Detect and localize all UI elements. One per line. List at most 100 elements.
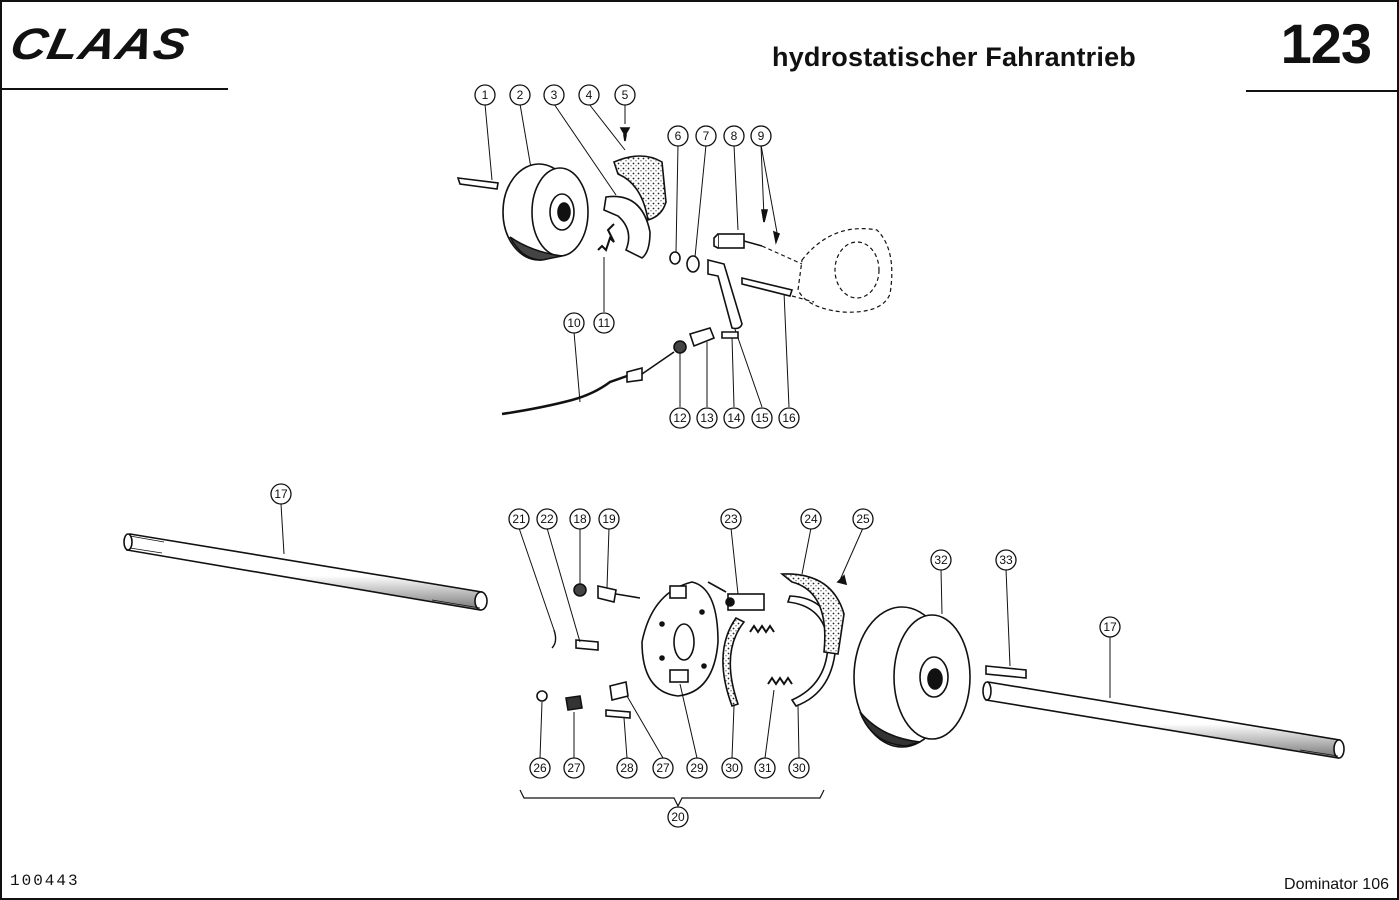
svg-text:12: 12 [673,411,687,425]
callout-27: 27 [563,757,585,779]
part-13-clevis [688,327,716,348]
svg-text:29: 29 [690,761,704,775]
svg-text:9: 9 [758,129,765,143]
callout-28: 28 [616,757,638,779]
callout-8: 8 [723,125,745,147]
callout-20: 20 [667,806,689,828]
svg-text:27: 27 [567,761,581,775]
callout-7: 7 [695,125,717,147]
part-26-cap [536,690,548,702]
svg-text:17: 17 [1103,620,1117,634]
callout-12: 12 [669,407,691,429]
callout-2: 2 [509,84,531,106]
lower-assembly [123,503,1345,808]
part-32-brake-drum [853,606,971,748]
callout-14: 14 [723,407,745,429]
part-17-shaft-right [982,681,1345,759]
svg-text:30: 30 [725,761,739,775]
part-17-shaft-left [123,533,488,611]
callout-33: 33 [995,549,1017,571]
callout-25: 25 [852,508,874,530]
part-4-lining [613,155,667,222]
part-15-lever [707,258,743,330]
callout-31: 31 [754,757,776,779]
svg-text:30: 30 [792,761,806,775]
callout-19: 19 [598,508,620,530]
header-rule-right [1246,90,1397,92]
callout-5: 5 [614,84,636,106]
callout-10: 10 [563,312,585,334]
svg-text:7: 7 [703,129,710,143]
part-2-brake-drum [502,163,589,261]
page-title: hydrostatischer Fahrantrieb [772,42,1136,72]
svg-text:10: 10 [567,316,581,330]
svg-text:8: 8 [731,129,738,143]
part-8-bolt [713,233,763,249]
svg-text:26: 26 [533,761,547,775]
part-5-rivet [619,127,631,142]
svg-text:20: 20 [671,810,685,824]
callout-15: 15 [751,407,773,429]
callout-22: 22 [536,508,558,530]
part-11-spring [597,223,615,252]
part-12-nut [673,340,687,354]
part-7-washer [686,255,700,273]
part-28-bleeder [605,709,631,719]
housing-outline [761,228,893,313]
callout-4: 4 [578,84,600,106]
callout-18: 18 [569,508,591,530]
callout-1: 1 [474,84,496,106]
svg-text:28: 28 [620,761,634,775]
part-10-cable [501,351,675,416]
svg-text:22: 22 [540,512,554,526]
callout-30: 30 [721,757,743,779]
svg-text:25: 25 [856,512,870,526]
part-27-cap-b [609,681,629,701]
callout-17: 17 [270,483,292,505]
part-19-bolt [597,585,641,603]
part-21-spring-clip [551,629,557,649]
model-name: Dominator 106 [1284,876,1389,893]
callout-30: 30 [788,757,810,779]
part-6-washer [669,251,681,265]
callout-17: 17 [1099,616,1121,638]
svg-text:24: 24 [804,512,818,526]
part-29-backing-plate [641,581,719,697]
callout-6: 6 [667,125,689,147]
svg-text:27: 27 [656,761,670,775]
svg-text:21: 21 [512,512,526,526]
callout-29: 29 [686,757,708,779]
svg-text:33: 33 [999,553,1013,567]
svg-text:31: 31 [758,761,772,775]
part-24-lining [779,573,845,655]
leader-lines-lower [280,503,1111,759]
part-9-screw [761,209,769,223]
callout-27: 27 [652,757,674,779]
header-rule-left [2,88,228,90]
svg-text:19: 19 [602,512,616,526]
callout-3: 3 [543,84,565,106]
document-number: 100443 [10,872,80,890]
svg-text:1: 1 [482,88,489,102]
part-23-wheel-cylinder [707,581,765,611]
svg-text:23: 23 [724,512,738,526]
svg-text:16: 16 [782,411,796,425]
callout-13: 13 [696,407,718,429]
svg-text:14: 14 [727,411,741,425]
svg-text:18: 18 [573,512,587,526]
part-16-pin [741,276,794,297]
svg-text:6: 6 [675,129,682,143]
svg-text:32: 32 [934,553,948,567]
part-27-cap [565,695,583,711]
svg-text:13: 13 [700,411,714,425]
callout-9: 9 [750,125,772,147]
callout-32: 32 [930,549,952,571]
svg-text:4: 4 [586,88,593,102]
part-33-key [985,665,1027,679]
part-25-rivet [836,574,848,586]
svg-text:2: 2 [517,88,524,102]
callout-11: 11 [593,312,615,334]
